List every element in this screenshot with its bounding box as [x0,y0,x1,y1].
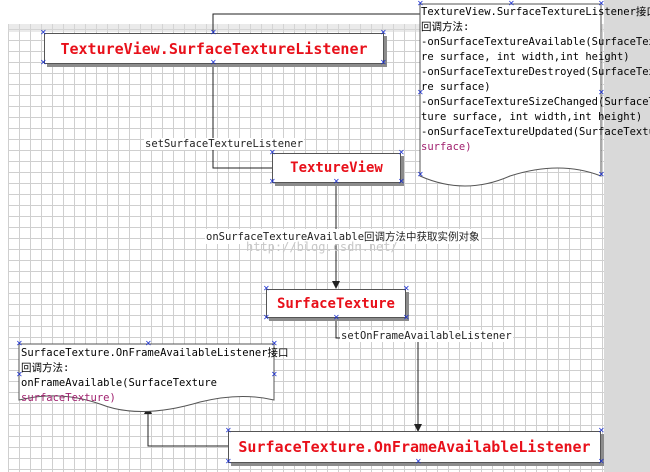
handle-icon[interactable]: ✕ [40,58,47,67]
note-listener-line-7: -onSurfaceTextureSizeChanged(SurfaceTex [421,96,650,108]
node-texture-view-listener[interactable]: TextureView.SurfaceTextureListener [44,33,384,64]
note-frame-line-1: SurfaceTexture.OnFrameAvailableListener接… [21,347,289,359]
canvas-left-margin [0,0,8,472]
note-frame-shape[interactable] [18,343,275,413]
note-frame-line-3: onFrameAvailable(SurfaceTexture [21,377,217,389]
node-frame-available-listener[interactable]: SurfaceTexture.OnFrameAvailableListener [228,431,601,463]
handle-icon[interactable]: ✕ [403,284,410,293]
handle-icon[interactable]: ✕ [598,88,605,97]
note-frame-line-4: surfaceTexture) [21,392,116,404]
edge-label-set-frame-listener: setOnFrameAvailableListener [340,330,513,342]
note-link-listener [212,13,420,33]
handle-icon[interactable]: ✕ [398,148,405,157]
handle-icon[interactable]: ✕ [333,313,340,322]
handle-icon[interactable]: ✕ [508,0,515,8]
node-texture-view[interactable]: TextureView [272,153,401,183]
handle-icon[interactable]: ✕ [263,284,270,293]
node-surface-texture[interactable]: SurfaceTexture [266,289,406,318]
handle-icon[interactable]: ✕ [210,58,217,67]
note-listener-shape[interactable] [419,3,602,187]
handle-icon[interactable]: ✕ [225,457,232,466]
handle-icon[interactable]: ✕ [271,339,278,348]
note-listener-line-6: re surface) [421,81,491,93]
handle-icon[interactable]: ✕ [403,313,410,322]
edge-label-set-listener: setSurfaceTextureListener [144,138,305,150]
handle-icon[interactable]: ✕ [333,177,340,186]
handle-icon[interactable]: ✕ [398,177,405,186]
arrow-frame-note[interactable] [144,406,228,447]
handle-icon[interactable]: ✕ [598,426,605,435]
handle-icon[interactable]: ✕ [598,457,605,466]
handle-icon[interactable]: ✕ [145,339,152,348]
handle-icon[interactable]: ✕ [271,370,278,379]
handle-icon[interactable]: ✕ [380,28,387,37]
handle-icon[interactable]: ✕ [417,170,424,179]
watermark: http://blog.csdn.net/ [246,240,398,254]
handle-icon[interactable]: ✕ [417,0,424,8]
edge-label-available-callback: onSurfaceTextureAvailable回调方法中获取实例对象 [205,229,481,244]
handle-icon[interactable]: ✕ [269,177,276,186]
note-listener-line-8: ture surface, int width,int height) [421,111,643,123]
note-listener-line-4: re surface, int width,int height) [421,51,630,63]
handle-icon[interactable]: ✕ [40,28,47,37]
handle-icon[interactable]: ✕ [269,148,276,157]
handle-icon[interactable]: ✕ [598,170,605,179]
handle-icon[interactable]: ✕ [598,0,605,8]
note-listener-line-9: -onSurfaceTextureUpdated(SurfaceTexture [421,126,650,138]
note-listener-line-1: TextureView.SurfaceTextureListener接口 [421,6,650,18]
arrow-setlistener[interactable] [209,55,272,169]
handle-icon[interactable]: ✕ [210,28,217,37]
page-boundary-right [604,0,650,472]
handle-icon[interactable]: ✕ [225,426,232,435]
note-frame: SurfaceTexture.OnFrameAvailableListener接… [21,346,289,406]
note-listener: TextureView.SurfaceTextureListener接口 回调方… [421,5,650,155]
note-listener-line-10: surface) [421,141,472,153]
note-listener-line-2: 回调方法: [421,21,470,33]
handle-icon[interactable]: ✕ [415,457,422,466]
note-listener-line-5: -onSurfaceTextureDestroyed(SurfaceTextu [421,66,650,78]
handle-icon[interactable]: ✕ [380,58,387,67]
note-frame-line-2: 回调方法: [21,362,70,374]
handle-icon[interactable]: ✕ [16,339,23,348]
note-listener-line-3: -onSurfaceTextureAvailable(SurfaceTextu [421,36,650,48]
page-boundary-top [8,24,604,32]
handle-icon[interactable]: ✕ [417,88,424,97]
handle-icon[interactable]: ✕ [16,370,23,379]
handle-icon[interactable]: ✕ [263,313,270,322]
